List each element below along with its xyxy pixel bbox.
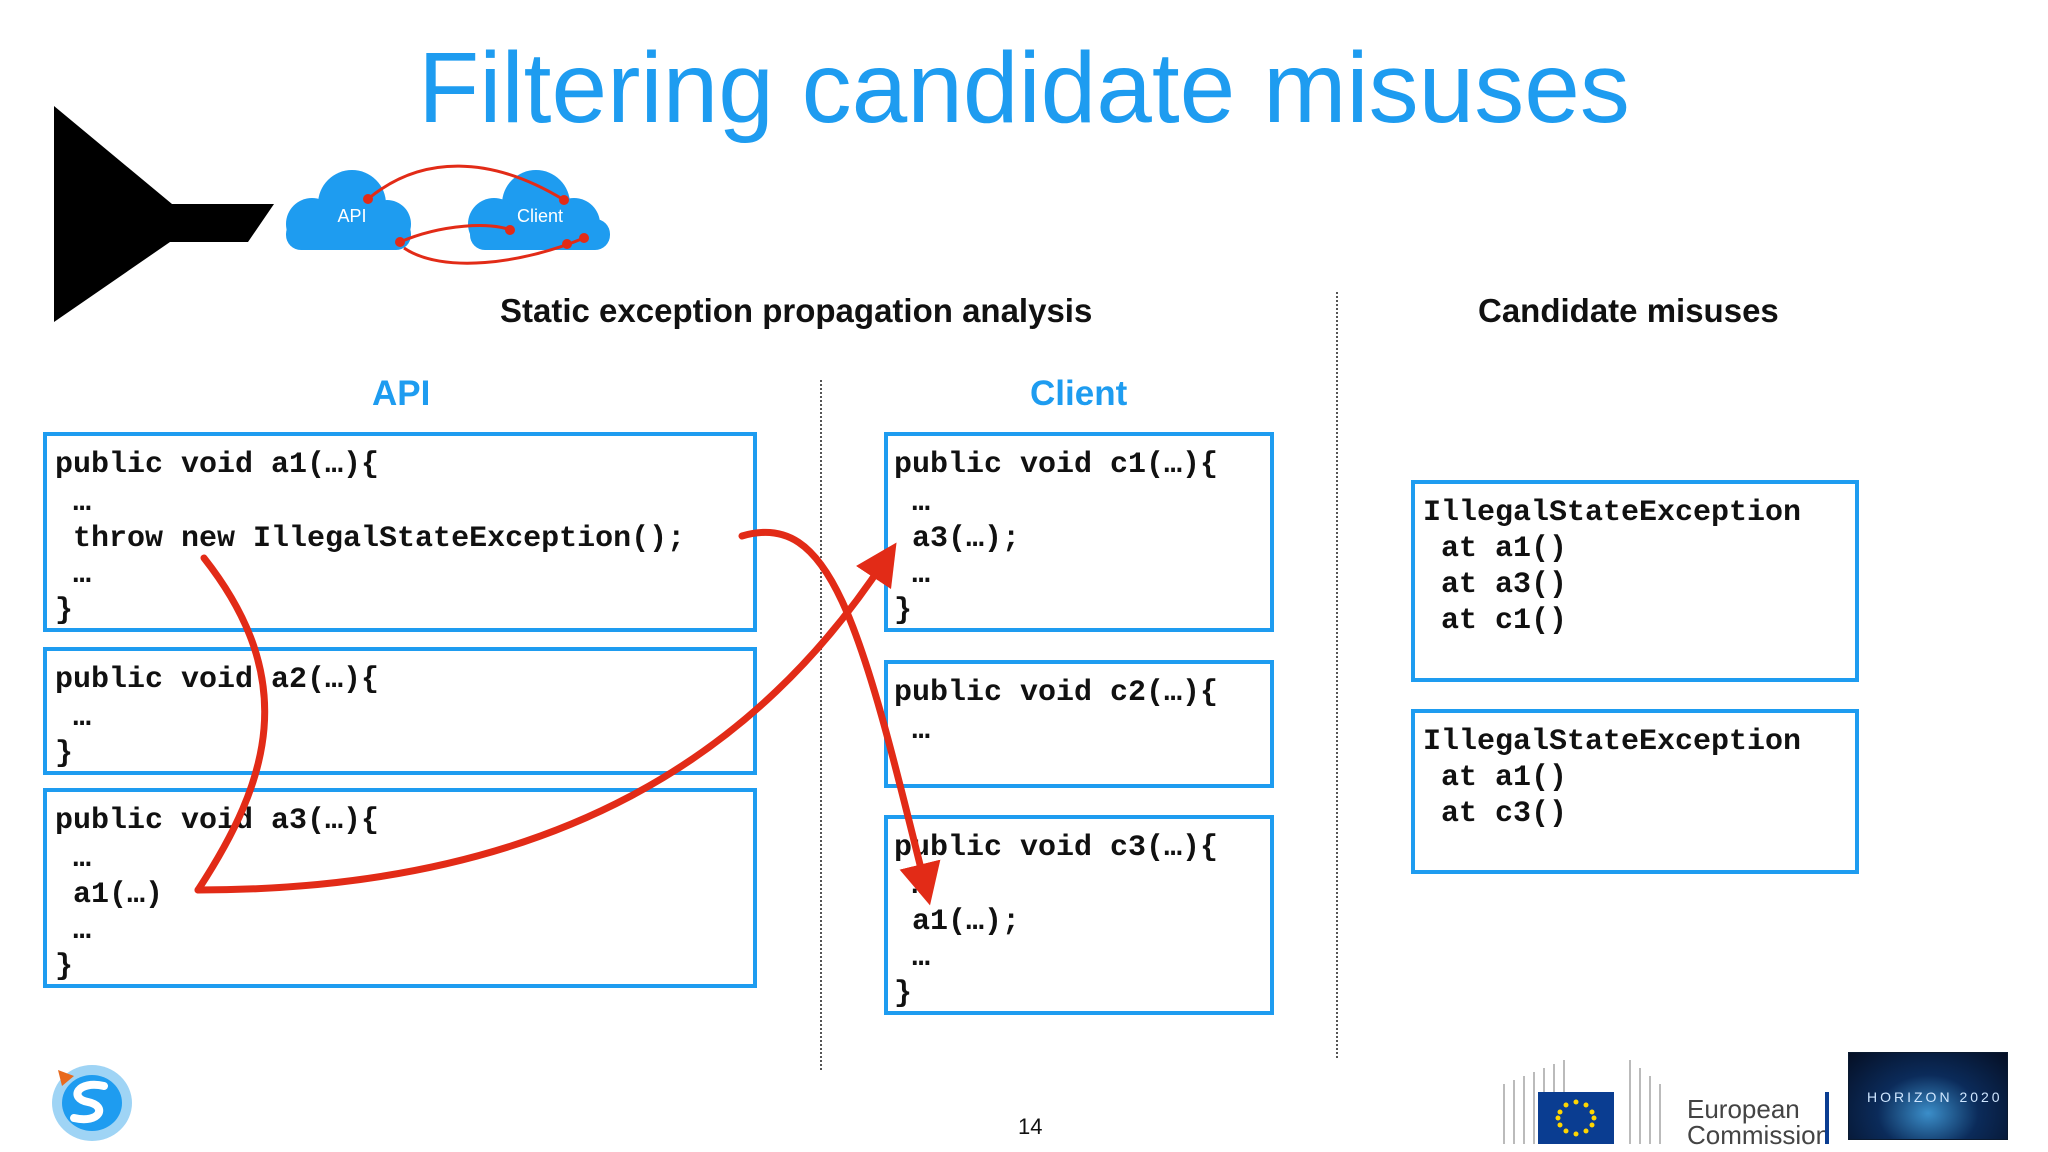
api-client-separator	[820, 380, 822, 1070]
ec-divider	[1825, 1092, 1829, 1144]
client-method-c2: public void c2(…){ …	[884, 660, 1274, 788]
code-line: …	[55, 558, 92, 592]
candidates-heading: Candidate misuses	[1478, 292, 1779, 329]
api-method-a2: public void a2(…){ … }	[43, 647, 757, 775]
code-line: }	[894, 977, 913, 1011]
code-line: }	[55, 950, 74, 984]
cloud-api-label: API	[337, 206, 366, 226]
code-line: }	[894, 594, 913, 628]
code-line: …	[55, 842, 92, 876]
code-line: …	[894, 558, 931, 592]
code-line: public void a3(…){	[55, 804, 380, 838]
code-line: }	[55, 737, 74, 771]
ec-building-graphic	[1503, 1060, 1661, 1144]
code-line: public void a2(…){	[55, 663, 380, 697]
code-line: public void c2(…){	[894, 676, 1219, 710]
trace-line: IllegalStateException	[1423, 496, 1802, 530]
candidate-trace-2: IllegalStateException at a1() at c3()	[1411, 709, 1859, 874]
api-method-a1: public void a1(…){ … throw new IllegalSt…	[43, 432, 757, 632]
ec-logo: European Commission	[1500, 1056, 1831, 1150]
client-method-c3: public void c3(…){ … a1(…); … }	[884, 815, 1274, 1015]
trace-line: at c1()	[1423, 604, 1568, 638]
cloud-diagram: API Client	[286, 164, 610, 265]
code-line: …	[55, 701, 92, 735]
trace-line: at a1()	[1423, 532, 1568, 566]
client-heading: Client	[1030, 374, 1128, 413]
api-heading: API	[372, 374, 431, 413]
page-number: 14	[1018, 1114, 1043, 1139]
code-line: throw new IllegalStateException();	[55, 522, 686, 556]
api-method-a3: public void a3(…){ … a1(…) … }	[43, 788, 757, 988]
horizon-2020-logo: HORIZON 2020	[1848, 1052, 2008, 1140]
trace-line: at a3()	[1423, 568, 1568, 602]
analysis-heading: Static exception propagation analysis	[500, 292, 1093, 329]
funnel-icon	[54, 106, 274, 322]
code-line: public void c1(…){	[894, 448, 1219, 482]
cloud-client-label: Client	[517, 206, 563, 226]
client-method-c1: public void c1(…){ … a3(…); … }	[884, 432, 1274, 632]
ec-text-line2: Commission	[1687, 1120, 1831, 1150]
arrow-a3-to-c1	[194, 542, 897, 894]
code-line: …	[55, 486, 92, 520]
code-line: a3(…);	[894, 522, 1021, 556]
code-line: a1(…);	[894, 905, 1021, 939]
arrow-a1-to-a3	[194, 554, 269, 894]
horizon-2020-label: HORIZON 2020	[1867, 1089, 2003, 1105]
arrow-a1-to-c3	[738, 528, 941, 906]
cloud-api-icon	[286, 170, 411, 250]
code-line: …	[894, 941, 931, 975]
code-line: a1(…)	[55, 878, 164, 912]
trace-line: IllegalStateException	[1423, 725, 1802, 759]
project-logo-icon	[52, 1065, 132, 1141]
cloud-arrows	[367, 164, 585, 265]
code-line: …	[894, 714, 931, 748]
section-separator	[1336, 292, 1338, 1058]
trace-line: at c3()	[1423, 797, 1568, 831]
trace-line: at a1()	[1423, 761, 1568, 795]
ec-text-line1: European	[1687, 1094, 1800, 1124]
slide-title: Filtering candidate misuses	[418, 32, 1630, 144]
code-line: …	[894, 486, 931, 520]
code-line: …	[55, 914, 92, 948]
code-line: public void a1(…){	[55, 448, 380, 482]
code-line: }	[55, 594, 74, 628]
candidate-trace-1: IllegalStateException at a1() at a3() at…	[1411, 480, 1859, 682]
